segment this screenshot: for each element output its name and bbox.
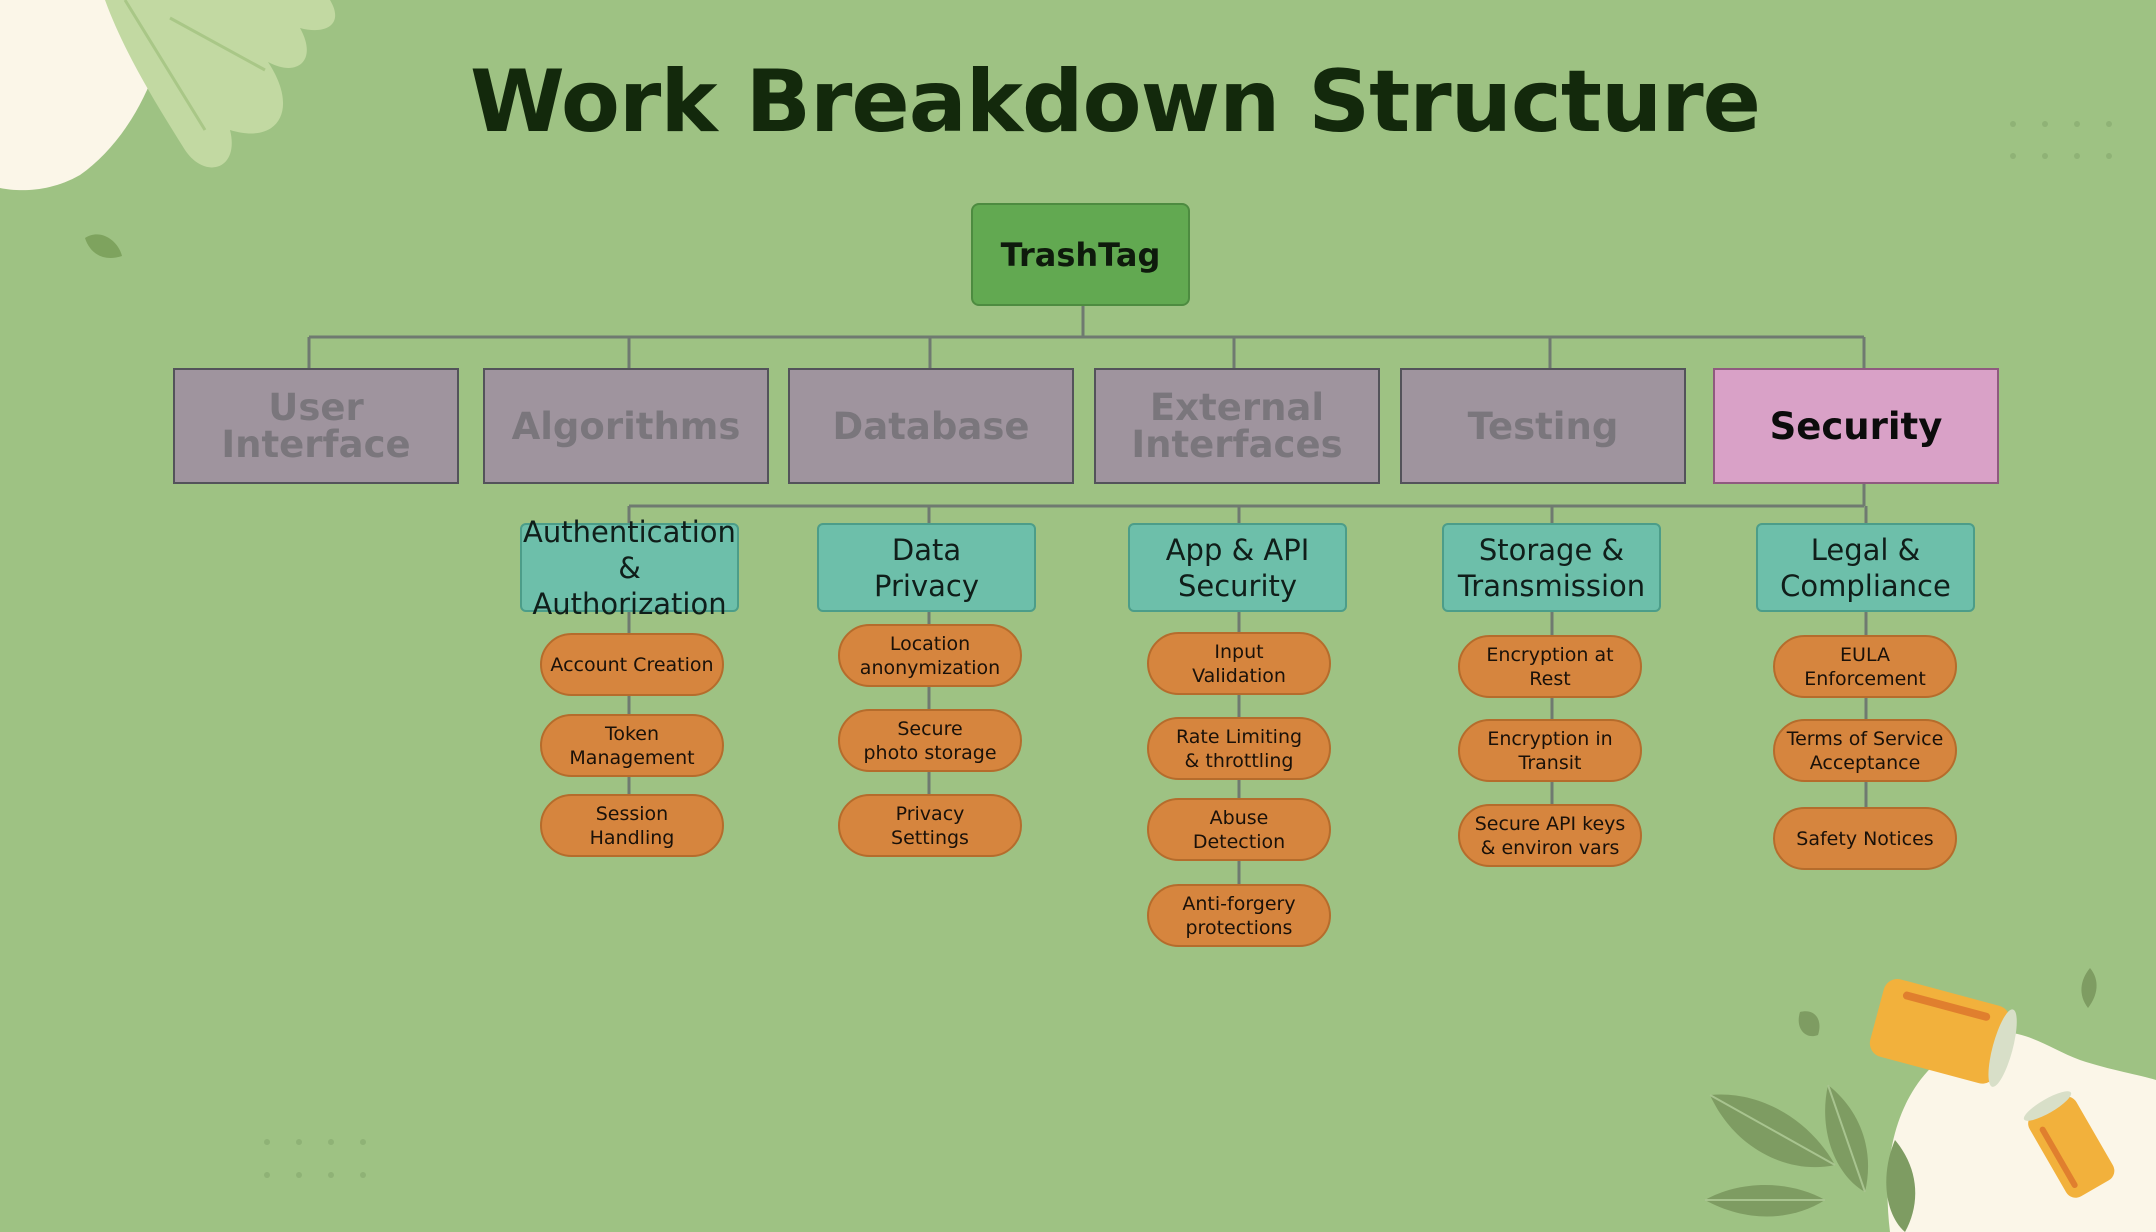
category-external-interfaces: External Interfaces <box>1094 368 1380 484</box>
task-node: Account Creation <box>540 633 724 696</box>
category-database: Database <box>788 368 1074 484</box>
category-testing: Testing <box>1400 368 1686 484</box>
dots-top-right <box>2010 121 2112 159</box>
task-node: Anti-forgery protections <box>1147 884 1331 947</box>
page-title: Work Breakdown Structure <box>470 52 1761 152</box>
can-small <box>2023 1091 2115 1198</box>
subcategory-app-api-security: App & API Security <box>1128 523 1347 612</box>
leaf-top-left-1 <box>105 0 336 168</box>
task-node: Location anonymization <box>838 624 1022 687</box>
task-node: Rate Limiting & throttling <box>1147 717 1331 780</box>
small-leaf-left <box>85 234 122 258</box>
subcategory-data-privacy: Data Privacy <box>817 523 1036 612</box>
category-algorithms: Algorithms <box>483 368 769 484</box>
subcategory-legal-compliance: Legal & Compliance <box>1756 523 1975 612</box>
task-node: Privacy Settings <box>838 794 1022 857</box>
task-node: Input Validation <box>1147 632 1331 695</box>
subcategory-storage-transmission: Storage & Transmission <box>1442 523 1661 612</box>
task-node: Encryption at Rest <box>1458 635 1642 698</box>
task-node: Encryption in Transit <box>1458 719 1642 782</box>
leaf-vein-1 <box>123 0 266 131</box>
task-node: Abuse Detection <box>1147 798 1331 861</box>
task-node: EULA Enforcement <box>1773 635 1957 698</box>
root-node: TrashTag <box>971 203 1190 306</box>
task-node: Safety Notices <box>1773 807 1957 870</box>
task-node: Session Handling <box>540 794 724 857</box>
category-security: Security <box>1713 368 1999 484</box>
leaves-bottom-right <box>1705 968 2097 1232</box>
category-user-interface: User Interface <box>173 368 459 484</box>
subcategory-authentication: Authentication & Authorization <box>520 515 739 621</box>
can-large <box>1869 978 2017 1087</box>
task-node: Token Management <box>540 714 724 777</box>
task-node: Secure photo storage <box>838 709 1022 772</box>
dots-bottom-left <box>264 1139 366 1178</box>
task-node: Secure API keys & environ vars <box>1458 804 1642 867</box>
task-node: Terms of Service Acceptance <box>1773 719 1957 782</box>
